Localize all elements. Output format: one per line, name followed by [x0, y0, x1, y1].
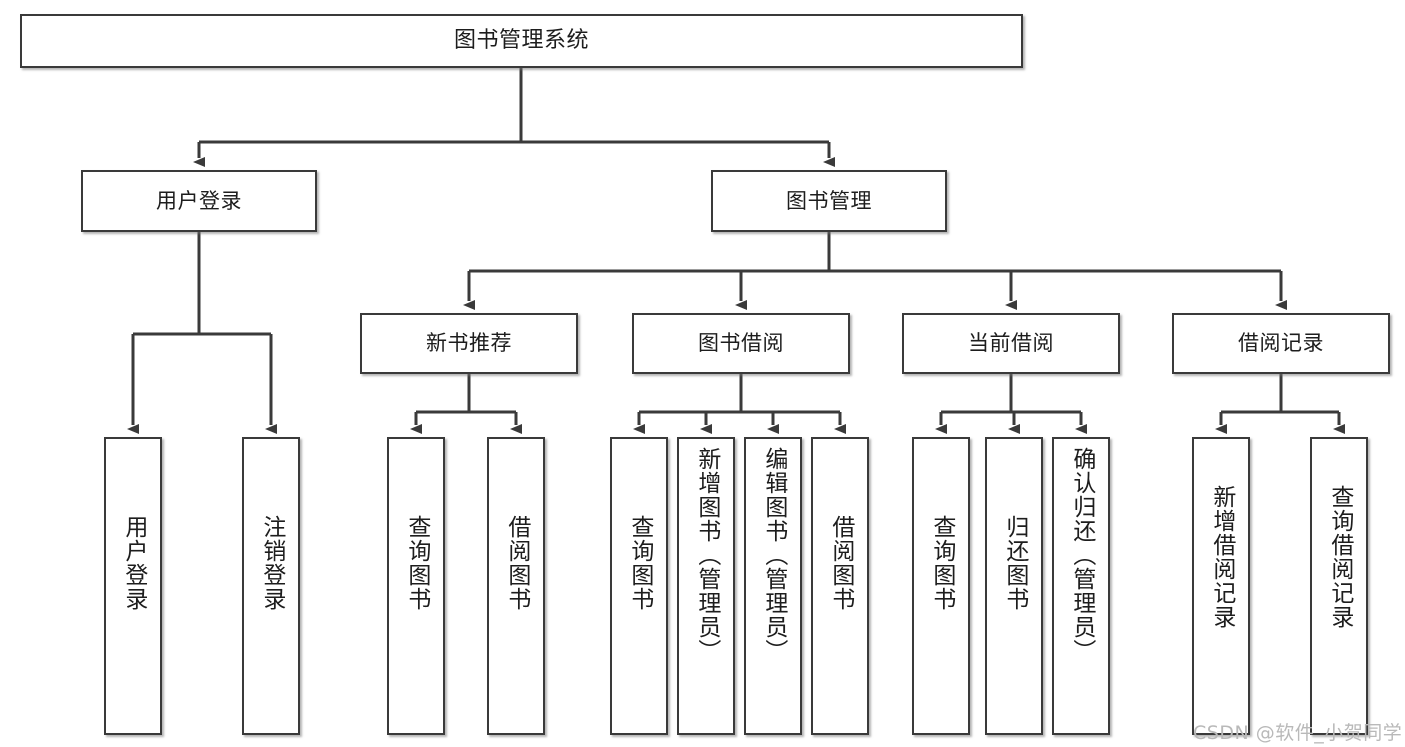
node-root-label: 图书管理系统 — [453, 28, 589, 54]
node-book-borrow-label: 图书借阅 — [698, 331, 784, 356]
node-borrow-record[interactable]: 借阅记录 — [1172, 313, 1390, 374]
node-edit-book[interactable]: 编辑图书（管理员） — [744, 437, 802, 735]
node-confirm-return-label: 确认归还（管理员） — [1068, 447, 1095, 663]
node-current-borrow[interactable]: 当前借阅 — [902, 313, 1120, 374]
node-query-book-3[interactable]: 查询图书 — [912, 437, 970, 735]
node-query-book-1[interactable]: 查询图书 — [387, 437, 445, 735]
node-query-book-2-label: 查询图书 — [626, 515, 653, 611]
node-return-book[interactable]: 归还图书 — [985, 437, 1043, 735]
node-query-book-3-label: 查询图书 — [928, 515, 955, 611]
node-query-borrow-record[interactable]: 查询借阅记录 — [1310, 437, 1368, 735]
node-borrow-book-1-label: 借阅图书 — [503, 515, 530, 611]
node-query-borrow-record-label: 查询借阅记录 — [1326, 485, 1353, 629]
node-return-book-label: 归还图书 — [1001, 515, 1028, 611]
node-confirm-return[interactable]: 确认归还（管理员） — [1052, 437, 1110, 735]
node-user-login[interactable]: 用户登录 — [81, 170, 317, 232]
watermark-text: CSDN @软件_小贺同学 — [1193, 722, 1403, 744]
node-new-book-recommend-label: 新书推荐 — [426, 331, 512, 356]
node-book-borrow[interactable]: 图书借阅 — [632, 313, 850, 374]
node-query-book-2[interactable]: 查询图书 — [610, 437, 668, 735]
node-user-login-leaf[interactable]: 用户登录 — [104, 437, 162, 735]
node-root[interactable]: 图书管理系统 — [20, 14, 1023, 68]
node-borrow-book-2[interactable]: 借阅图书 — [811, 437, 869, 735]
node-borrow-book-2-label: 借阅图书 — [827, 515, 854, 611]
node-logout-leaf[interactable]: 注销登录 — [242, 437, 300, 735]
node-borrow-book-1[interactable]: 借阅图书 — [487, 437, 545, 735]
node-add-borrow-record[interactable]: 新增借阅记录 — [1192, 437, 1250, 735]
node-borrow-record-label: 借阅记录 — [1238, 331, 1324, 356]
node-logout-leaf-label: 注销登录 — [258, 515, 285, 611]
node-current-borrow-label: 当前借阅 — [968, 331, 1054, 356]
node-add-borrow-record-label: 新增借阅记录 — [1208, 485, 1235, 629]
node-query-book-1-label: 查询图书 — [403, 515, 430, 611]
node-add-book-label: 新增图书（管理员） — [693, 447, 720, 663]
node-add-book[interactable]: 新增图书（管理员） — [677, 437, 735, 735]
node-user-login-label: 用户登录 — [156, 188, 242, 213]
node-book-management-label: 图书管理 — [786, 188, 872, 213]
node-new-book-recommend[interactable]: 新书推荐 — [360, 313, 578, 374]
node-edit-book-label: 编辑图书（管理员） — [760, 447, 787, 663]
node-user-login-leaf-label: 用户登录 — [120, 515, 147, 611]
node-book-management[interactable]: 图书管理 — [711, 170, 947, 232]
